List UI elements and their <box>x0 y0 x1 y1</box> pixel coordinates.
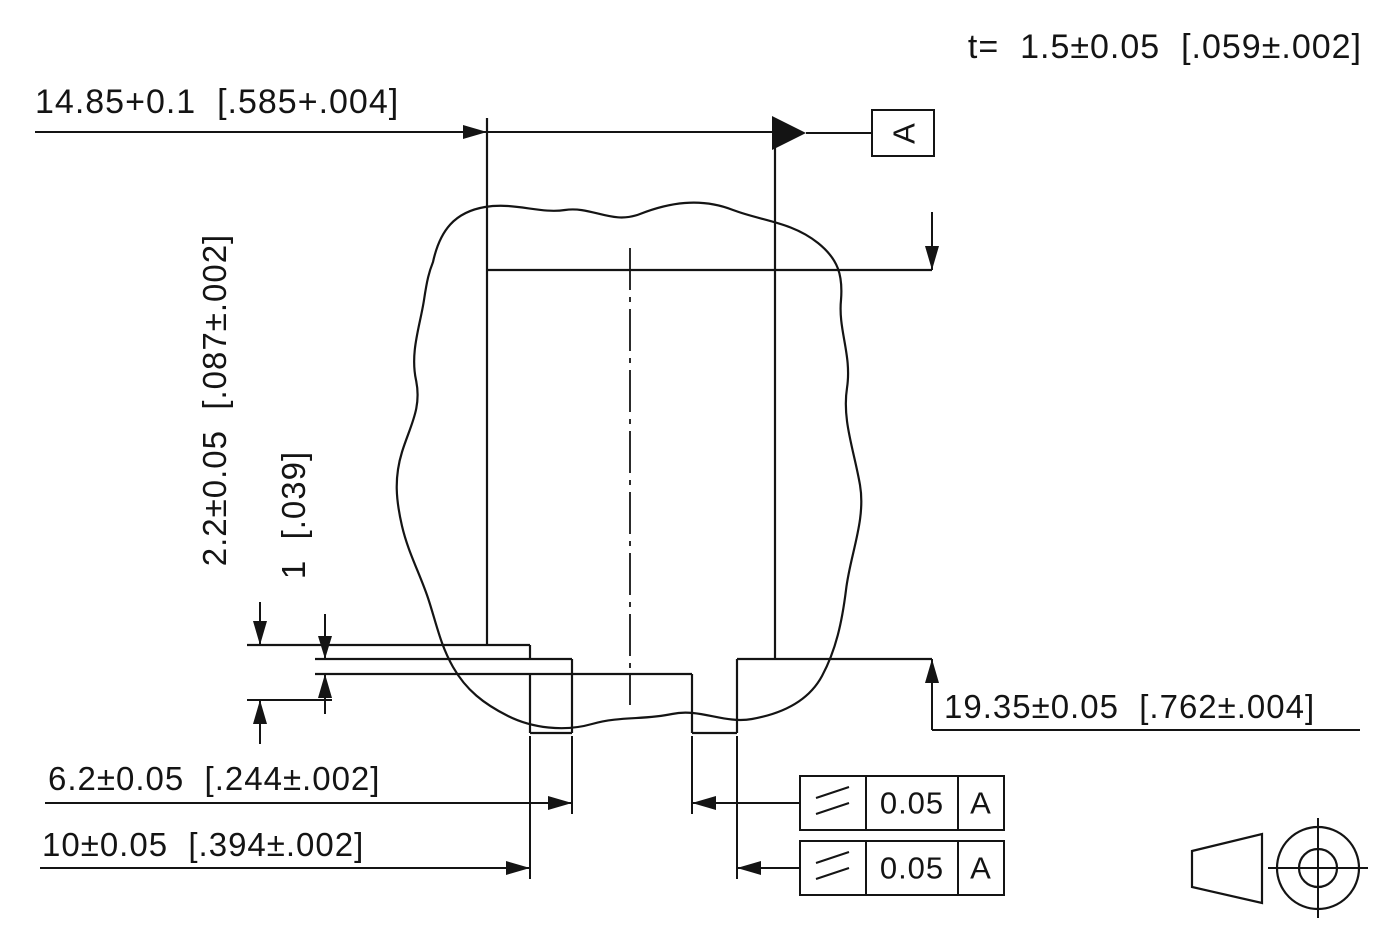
arrowhead-up-icon <box>318 674 332 698</box>
dim-step-height-graphics <box>247 602 332 744</box>
fcf-top-datum: A <box>970 786 992 821</box>
third-angle-projection-icon <box>1190 818 1368 918</box>
part-outline <box>395 201 863 730</box>
dim-span-outer-label: 10±0.05 [.394±.002] <box>42 826 364 863</box>
arrowhead-right-icon <box>463 125 487 139</box>
dim-span-outer-graphics <box>40 736 800 879</box>
fcf-bottom-datum: A <box>970 851 992 886</box>
dim-height-right-label: 19.35±0.05 [.762±.004] <box>944 688 1315 725</box>
dim-lead-offset-label: 1 [.039] <box>275 451 312 579</box>
thickness-note: t= 1.5±0.05 [.059±.002] <box>968 28 1362 66</box>
arrowhead-up-icon <box>253 700 267 724</box>
fcf-top: 0.05 A <box>799 775 1005 831</box>
dim-width-top-graphics <box>35 125 772 139</box>
dim-span-inner-label: 6.2±0.05 [.244±.002] <box>48 760 380 797</box>
dim-lead-offset-graphics <box>318 614 332 714</box>
arrowhead-down-icon <box>925 246 939 270</box>
dim-width-top-label: 14.85+0.1 [.585+.004] <box>35 83 399 121</box>
parallelism-icon <box>815 786 850 815</box>
arrowhead-left-icon <box>737 861 761 875</box>
datum-a-flag: A <box>772 109 935 157</box>
arrowhead-right-icon <box>548 796 572 810</box>
parallelism-icon <box>815 851 850 880</box>
arrowhead-down-icon <box>318 636 332 659</box>
dim-height-right-graphics <box>925 212 1360 731</box>
fcf-bottom: 0.05 A <box>799 840 1005 896</box>
datum-feature-triangle-icon <box>772 116 806 150</box>
datum-label: A <box>887 122 922 144</box>
arrowhead-up-icon <box>925 659 939 683</box>
arrowhead-down-icon <box>253 621 267 645</box>
part-edges <box>247 118 932 735</box>
arrowhead-right-icon <box>506 861 530 875</box>
fcf-bottom-tolerance: 0.05 <box>880 851 944 886</box>
dim-step-height-label: 2.2±0.05 [.087±.002] <box>196 234 233 566</box>
arrowhead-left-icon <box>692 796 716 810</box>
fcf-top-tolerance: 0.05 <box>880 786 944 821</box>
dim-span-inner-graphics <box>45 736 800 814</box>
